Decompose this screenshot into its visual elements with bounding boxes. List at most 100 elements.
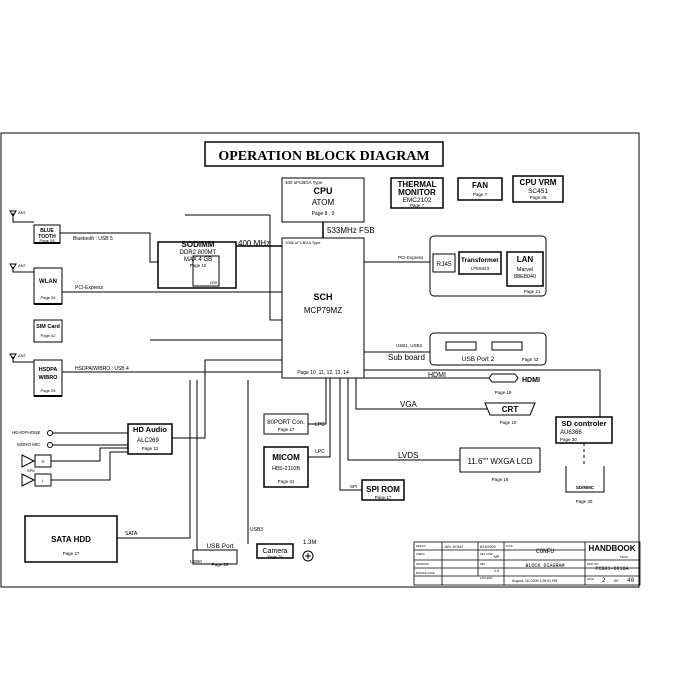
spk-r-label: R xyxy=(42,459,45,464)
sch-name: SCH xyxy=(313,292,332,302)
sata-hdd-block xyxy=(24,515,118,563)
usb-port-page: Page 29 xyxy=(212,562,229,567)
vga-line xyxy=(355,378,487,410)
ant-label-2: ANT xyxy=(18,263,27,268)
crt-page: Page 19 xyxy=(500,420,517,425)
micom-block xyxy=(263,446,309,488)
hsdpa-name-1: HSDPA xyxy=(39,367,58,373)
usb-connector-1 xyxy=(445,341,477,351)
tb-sheet-title: BLOCK DIAGRAM xyxy=(525,563,564,569)
sd-slot xyxy=(565,466,605,493)
vga-bus: VGA xyxy=(400,400,418,409)
cpu-page: Page 8 , 9 xyxy=(312,211,335,217)
spk-r-line xyxy=(51,447,128,462)
lan-bus: PCI-Express xyxy=(398,255,424,260)
headphone-jack-icon xyxy=(47,430,53,436)
sch-model: MCP79MZ xyxy=(304,306,342,315)
wlan-page: Page 26 xyxy=(41,295,57,300)
lan-vendor: Marvel xyxy=(517,267,534,273)
sim-name: SIM Card xyxy=(36,324,60,330)
crt-connector xyxy=(484,402,536,416)
lpc-line-2 xyxy=(308,378,331,458)
tb-of: OF xyxy=(614,580,619,584)
sch-page: Page 10 ,11, 12, 13, 14 xyxy=(297,370,349,376)
tb-brand: HANDBOOK xyxy=(588,544,635,553)
fan-block xyxy=(457,177,503,201)
tb-design: JUN. HONG xyxy=(444,545,464,549)
tb-title-label: TITLE xyxy=(506,545,513,548)
thermal-block xyxy=(390,177,444,209)
port80-name: 80PORT Con. xyxy=(267,420,305,426)
lvds-line xyxy=(347,378,460,461)
tb-project: CONFU xyxy=(536,548,554,555)
tb-dev: MP xyxy=(494,555,500,559)
usb-sub-port: USB Port 2 xyxy=(462,356,495,363)
usb3-label: USB3 xyxy=(250,527,263,533)
page-title: OPERATION BLOCK DIAGRAM xyxy=(218,149,429,164)
tb-page-label: PAGE xyxy=(587,578,594,581)
ant-label-3: ANT xyxy=(18,353,27,358)
antenna-icon xyxy=(9,353,17,360)
micom-page: Page 31 xyxy=(278,479,295,484)
cpu-name: CPU xyxy=(313,186,332,196)
lpc-label-1: LPC xyxy=(315,422,325,428)
wlan-bus: PCI-Express xyxy=(75,285,104,291)
spk-l-line xyxy=(51,451,128,481)
transformer-block xyxy=(458,251,502,275)
sodimm-block xyxy=(157,241,237,289)
tb-design-label: DESIGN xyxy=(416,545,426,548)
sim-page: Page 42 xyxy=(41,333,57,338)
thermal-model: EMC2102 xyxy=(403,197,432,204)
bluetooth-name-2: TOOTH xyxy=(38,234,56,240)
port80-page: Page 17 xyxy=(278,427,295,432)
sheet-border xyxy=(0,132,640,588)
cpu-vrm-block xyxy=(512,175,564,203)
audio-model: ALC269 xyxy=(137,438,159,444)
hdmi-page: Page 19 xyxy=(495,390,512,395)
azalia-line xyxy=(172,359,282,439)
usb-sub-bus: USB1, USB2 xyxy=(396,343,423,348)
sd-name: SD controler xyxy=(561,419,606,428)
tb-last: August, 16, 2009 1:28:51 PM xyxy=(512,579,557,583)
hdmi-name: HDMI xyxy=(522,377,540,384)
usb-connector-2 xyxy=(491,341,523,351)
fsb-label: 533MHz FSB xyxy=(327,226,375,235)
sodimm-slot-label: DDR xyxy=(210,281,218,285)
bluetooth-bus: Bluetooth : USB 5 xyxy=(73,236,113,242)
rj45-block xyxy=(432,253,456,273)
ant-label-1: ANT xyxy=(18,210,27,215)
usb5-line xyxy=(60,232,158,263)
usb-sub-page: Page 43 xyxy=(522,357,539,362)
speaker-left-icon xyxy=(21,473,36,487)
camera-lens-icon xyxy=(302,550,314,562)
lvds-bus: LVDS xyxy=(398,451,418,460)
sata-page: Page 27 xyxy=(63,551,80,556)
hd-audio-block xyxy=(127,423,173,455)
thermal-name-2: MONITOR xyxy=(398,188,436,197)
camera-mp: 1.3M xyxy=(303,540,316,546)
camera-block xyxy=(256,543,294,559)
mic-jack-icon xyxy=(47,442,53,448)
hsdpa-name-2: WIBRO xyxy=(39,375,59,381)
hsdpa-bus: HSDPA/WIBRO : USB 4 xyxy=(75,366,129,372)
sata-line xyxy=(117,380,191,539)
title-box xyxy=(204,141,444,167)
tb-rev-label: REV xyxy=(480,563,485,566)
transformer-model: LFE8423 xyxy=(471,266,490,271)
audio-page: Page 22 xyxy=(142,446,159,451)
memory-bus-label: 400 MHz xyxy=(238,239,270,248)
tb-last-label: LAST EDIT xyxy=(480,577,493,580)
sodimm-spec-2: MAX 4 GB xyxy=(184,257,212,263)
spk-label: SPK xyxy=(27,468,35,473)
wlan-name: WLAN xyxy=(39,279,57,285)
bluetooth-name-1: BLUE xyxy=(40,228,54,234)
audio-name: HD Audio xyxy=(133,425,167,434)
tb-brand-sub: TECH xyxy=(620,555,628,559)
tb-design-date: 8/16/2009 xyxy=(480,545,496,549)
spi-name: SPI ROM xyxy=(366,485,400,494)
vrm-page: Page 26 xyxy=(530,195,547,200)
tb-module-label: MODULE CODE xyxy=(416,572,435,575)
headphone-label: HEADPHONE xyxy=(12,430,41,435)
